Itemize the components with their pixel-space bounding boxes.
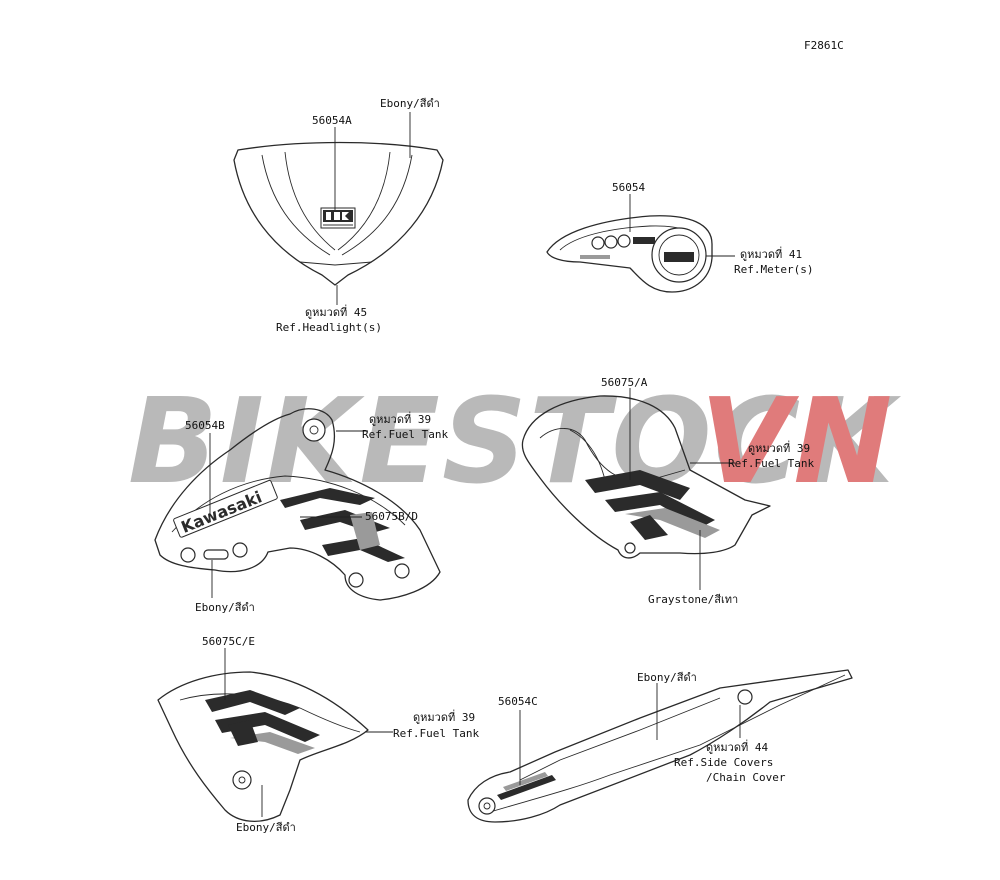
- watermark-text-vn: VN: [700, 372, 894, 510]
- right-shroud-group: 56075/A ดูหมวดที่ 39 Ref.Fuel Tank Grays…: [521, 376, 814, 606]
- ref-th-39-shroud: ดูหมวดที่ 39: [369, 411, 431, 426]
- left-shroud-inner: [171, 475, 406, 533]
- meter-logo-decal: [633, 237, 655, 244]
- windscreen-inner-left: [261, 154, 331, 256]
- ref-meters: Ref.Meter(s): [734, 263, 813, 276]
- ref-fuel-tank-shroud: Ref.Fuel Tank: [362, 428, 448, 441]
- part-number-56054: 56054: [612, 181, 645, 194]
- lower-shroud-hole: [232, 770, 252, 790]
- right-shroud-decal: [585, 470, 720, 540]
- windscreen-inner-right: [341, 154, 413, 256]
- watermark: BIKESTOCK VN: [128, 372, 899, 510]
- left-shroud-grommet-top: [302, 418, 326, 442]
- part-number-56075BD: 56075B/D: [365, 510, 418, 523]
- ref-th-44: ดูหมวดที่ 44: [706, 739, 768, 754]
- windscreen-v: [299, 261, 373, 266]
- side-cover-hole-1: [478, 797, 496, 815]
- right-shroud-hole: [624, 542, 636, 554]
- finish-ebony-windscreen: Ebony/สีดำ: [380, 97, 440, 110]
- ref-headlight: Ref.Headlight(s): [276, 321, 382, 334]
- lower-shroud-decal: [205, 690, 320, 754]
- right-shroud-inner-2: [569, 429, 606, 481]
- side-cover-decal: [497, 772, 556, 800]
- finish-ebony-side: Ebony/สีดำ: [637, 671, 697, 684]
- lower-shroud-inner: [179, 693, 361, 733]
- meter-group: 56054 ดูหมวดที่ 41 Ref.Meter(s): [546, 181, 813, 293]
- finish-graystone: Graystone/สีเทา: [648, 593, 738, 606]
- lower-shroud-group: 56075C/E ดูหมวดที่ 39 Ref.Fuel Tank Ebon…: [157, 635, 479, 834]
- meter-lcd: [664, 252, 694, 262]
- left-shroud-hole-1: [180, 547, 196, 563]
- ref-side-covers: Ref.Side Covers: [674, 756, 773, 769]
- windscreen-outline: [233, 141, 444, 286]
- finish-ebony-shroud: Ebony/สีดำ: [195, 601, 255, 614]
- finish-ebony-lower: Ebony/สีดำ: [236, 821, 296, 834]
- left-shroud-slot: [203, 549, 229, 560]
- left-shroud-hole-3: [394, 563, 410, 579]
- ref-fuel-tank-right: Ref.Fuel Tank: [728, 457, 814, 470]
- kawasaki-k-emblem: [320, 207, 356, 229]
- figure-code: F2861C: [804, 39, 844, 52]
- left-shroud-hole-4: [348, 572, 364, 588]
- ref-fuel-tank-lower: Ref.Fuel Tank: [393, 727, 479, 740]
- side-cover-hole-1-inner: [483, 802, 491, 810]
- meter-indicator-3: [617, 234, 631, 248]
- ref-th-39-lower: ดูหมวดที่ 39: [413, 709, 475, 724]
- shroud-stripe-decal: [280, 488, 405, 562]
- meter-speedo-face: [658, 234, 700, 276]
- kawasaki-decal-box: [173, 479, 278, 538]
- meter-indicator-1: [591, 236, 605, 250]
- windscreen-inner-left-2: [284, 151, 336, 251]
- lower-shroud-hole-inner: [238, 776, 246, 784]
- side-cover-outline: [467, 669, 853, 823]
- ref-th-39-right: ดูหมวดที่ 39: [748, 440, 810, 455]
- ref-th-41: ดูหมวดที่ 41: [740, 246, 802, 261]
- side-cover-hole-2: [737, 689, 753, 705]
- side-cover-inner-2: [519, 697, 721, 781]
- meter-outline: [546, 215, 713, 293]
- side-cover-group: 56054C Ebony/สีดำ ดูหมวดที่ 44 Ref.Side …: [467, 669, 853, 823]
- left-shroud-hole-2: [232, 542, 248, 558]
- part-number-56075A: 56075/A: [601, 376, 648, 389]
- meter-decal-strip: [580, 255, 610, 259]
- ref-chain-cover: /Chain Cover: [706, 771, 786, 784]
- ref-th-45: ดูหมวดที่ 45: [305, 304, 367, 319]
- part-number-56054A: 56054A: [312, 114, 352, 127]
- lower-shroud-outline: [157, 671, 369, 822]
- part-number-56054B: 56054B: [185, 419, 225, 432]
- windscreen-group: 56054A Ebony/สีดำ ดูหมวดที่ 45 Ref.Headl…: [233, 97, 444, 334]
- part-number-56054C: 56054C: [498, 695, 538, 708]
- part-number-56075CE: 56075C/E: [202, 635, 255, 648]
- meter-indicator-2: [604, 235, 618, 249]
- windscreen-inner-right-2: [337, 151, 391, 251]
- left-shroud-outline: [154, 408, 441, 601]
- side-cover-inner: [489, 674, 846, 813]
- left-shroud-grommet-top-inner: [309, 425, 319, 435]
- right-shroud-outline: [521, 395, 771, 559]
